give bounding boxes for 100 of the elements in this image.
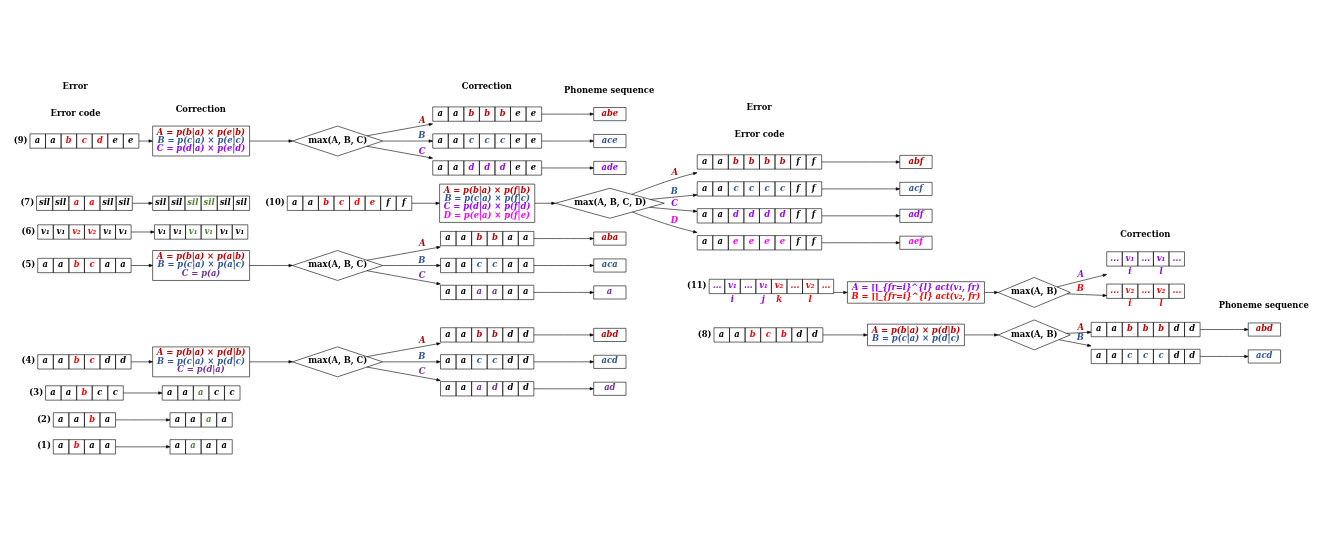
arrow [411, 201, 440, 205]
arrow [366, 245, 441, 261]
arrow [115, 444, 171, 448]
node-box: A = p(b|a) × p(d|b) B = p(c|a) × p(d|c) [867, 323, 965, 346]
node-label: (8) [697, 328, 712, 339]
node-diamond: max(A, B, C) [292, 125, 383, 156]
node-box: ad [593, 381, 627, 396]
arrow [130, 263, 153, 267]
arrow [1199, 354, 1249, 358]
arrow [1056, 273, 1107, 287]
node-label: (10) [265, 196, 285, 207]
edge-label: C [418, 269, 426, 280]
node-diamond: max(A, B) [997, 276, 1071, 308]
node-label: (11) [687, 279, 707, 290]
edge-label: B [418, 129, 426, 140]
edge-label: C [418, 365, 426, 376]
label: Error [62, 80, 88, 91]
node-diamond: max(A, B, C) [292, 249, 383, 281]
arrow [1199, 327, 1249, 331]
edge-label: C [418, 145, 426, 156]
edge-label: B [1076, 331, 1084, 342]
node-label: l [1159, 297, 1163, 308]
arrow [541, 138, 594, 143]
node-label: (3) [29, 386, 44, 397]
node-box: aef [899, 235, 933, 250]
node-label: i [1128, 265, 1132, 276]
node-label: k [776, 293, 782, 304]
arrow [533, 236, 594, 240]
node-box: aba [593, 231, 627, 245]
node-label: (1) [37, 439, 51, 450]
arrow [366, 269, 441, 285]
node-box: A = p(b|a) × p(d|b) B = p(c|a) × p(d|c) C = p(d|a) [152, 346, 250, 377]
node-diamond: max(A, B, C, D) [555, 187, 665, 219]
arrow [533, 359, 594, 363]
node-label: i [1128, 297, 1132, 308]
arrow [650, 193, 698, 200]
edge-label: B [1076, 282, 1084, 293]
arrow [1066, 293, 1107, 297]
label: Phoneme sequence [1218, 299, 1309, 310]
node-label: (7) [20, 196, 35, 207]
node-label: (9) [13, 134, 28, 145]
node-box: acd [593, 354, 627, 369]
arrow [249, 138, 293, 143]
arrow [138, 138, 153, 143]
edge-label: A [418, 334, 426, 345]
edge-label: B [418, 350, 426, 361]
label: Error code [734, 128, 785, 139]
arrow [632, 211, 698, 233]
arrow [366, 341, 441, 357]
node-box: acd [1247, 349, 1281, 363]
node-box: abd [593, 327, 627, 342]
node-box: abf [899, 154, 933, 169]
node-label: l [808, 293, 812, 304]
edge-label: A [418, 114, 426, 125]
arrow [821, 213, 900, 217]
arrow [1066, 330, 1092, 334]
arrow [115, 417, 171, 421]
label: Correction [175, 103, 226, 114]
arrow [366, 122, 433, 136]
edge-label: B [670, 185, 678, 196]
arrow [366, 366, 441, 381]
node-label: j [761, 293, 765, 304]
node-box: abd [1247, 322, 1281, 336]
arrow [533, 263, 594, 267]
node-box: adf [899, 208, 933, 223]
node-diamond: max(A, B) [997, 319, 1071, 350]
label: Correction [461, 80, 512, 91]
arrow [130, 359, 153, 363]
node-box: ade [593, 160, 627, 175]
arrow [533, 332, 594, 336]
arrow [833, 290, 848, 294]
arrow [132, 201, 153, 205]
arrow [821, 240, 900, 244]
arrow [821, 186, 900, 190]
node-label: (2) [37, 413, 51, 424]
node-label: (6) [21, 225, 36, 236]
arrow [984, 290, 999, 294]
arrow [382, 263, 441, 267]
arrow [631, 171, 698, 195]
edge-label: B [418, 254, 426, 265]
node-diamond: max(A, B, C) [292, 346, 383, 377]
node-box: abe [593, 106, 627, 121]
arrow [534, 201, 556, 205]
arrow [249, 263, 293, 267]
arrow [541, 165, 594, 169]
node-box: ace [593, 133, 627, 148]
node-box: A = ∏_{fr=i}^{l} act(v₁, fr) B = ∏_{fr=i}^{l} act(v₂, fr) [847, 280, 985, 303]
arrow [249, 359, 293, 363]
arrow [533, 290, 594, 294]
label: Error [746, 101, 772, 112]
edge-label: A [1077, 321, 1084, 332]
node-box: A = p(b|a) × p(f|b) B = p(c|a) × p(f|c) C = p(d|a) × p(f|d) D = p(e|a) × p(f|e) [439, 183, 536, 223]
node-box: aca [593, 258, 627, 272]
node-label: (5) [21, 258, 36, 269]
edge-label: D [670, 214, 679, 225]
label: Correction [1120, 228, 1171, 239]
node-label: l [1159, 265, 1163, 276]
arrow [964, 332, 999, 336]
arrow [382, 359, 441, 363]
arrow [649, 206, 698, 213]
